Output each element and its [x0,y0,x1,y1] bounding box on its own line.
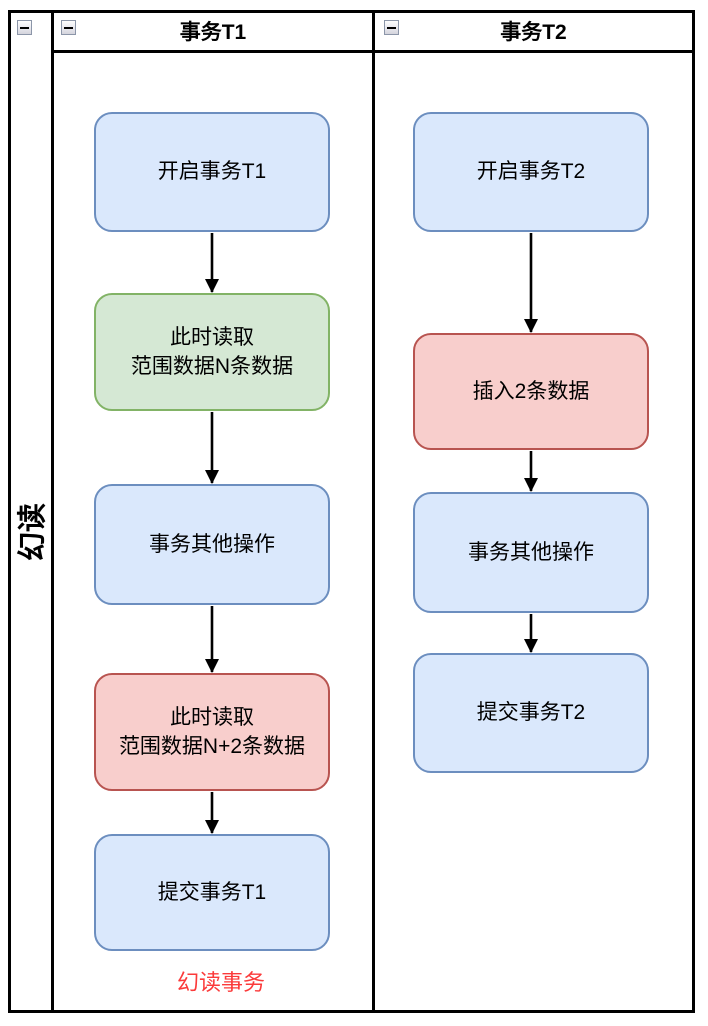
node-label: 提交事务T2 [476,701,586,725]
pool-frame [8,10,695,1013]
node-label: 事务其他操作 [149,532,275,556]
node-label: 插入2条数据 [472,379,590,403]
node-label: 开启事务T2 [476,160,586,184]
flow-node-t2-other-ops[interactable]: 事务其他操作 [413,492,649,613]
node-label: 此时读取 范围数据N条数据 [130,325,294,378]
lane-t1-collapse-icon[interactable] [61,20,76,35]
flow-node-t1-read-n[interactable]: 此时读取 范围数据N条数据 [94,293,330,411]
flow-node-t1-read-n2[interactable]: 此时读取 范围数据N+2条数据 [94,673,330,791]
pool-title: 幻读 [17,502,49,562]
lane-t2-collapse-icon[interactable] [384,20,399,35]
phantom-read-annotation: 幻读事务 [176,970,266,995]
node-label: 事务其他操作 [468,540,594,564]
flow-node-t1-commit[interactable]: 提交事务T1 [94,834,330,951]
lane-divider [372,10,375,1013]
pool-collapse-icon[interactable] [17,20,32,35]
lane-t2-title: 事务T2 [500,21,567,44]
flow-node-t2-insert[interactable]: 插入2条数据 [413,333,649,450]
lane-t2-header[interactable]: 事务T2 [375,12,692,50]
node-label: 提交事务T1 [157,880,267,904]
flow-node-t1-begin[interactable]: 开启事务T1 [94,112,330,232]
node-label: 此时读取 范围数据N+2条数据 [118,705,306,758]
lane-t1-title: 事务T1 [179,21,247,44]
flow-node-t2-begin[interactable]: 开启事务T2 [413,112,649,232]
node-label: 开启事务T1 [157,160,267,184]
lane-t1-header[interactable]: 事务T1 [54,12,372,50]
pool-label-divider [51,10,54,1013]
lane-header-divider [51,50,695,53]
flow-node-t1-other-ops[interactable]: 事务其他操作 [94,484,330,605]
flow-node-t2-commit[interactable]: 提交事务T2 [413,653,649,773]
